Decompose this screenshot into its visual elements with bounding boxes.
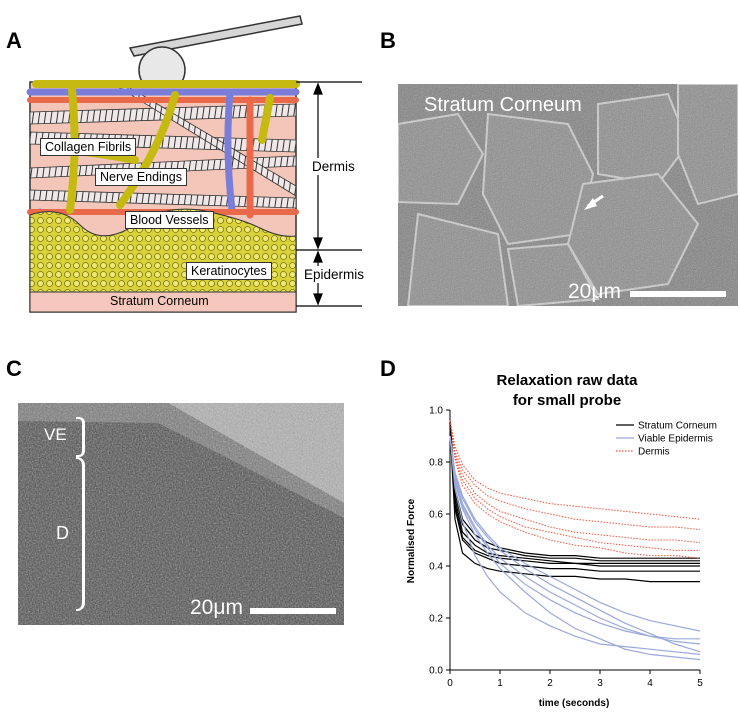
series-line-dermis [449,420,701,544]
sem-texture-b [398,84,738,306]
series-line-viable-epidermis [449,435,701,632]
y-tick-label: 0.8 [429,458,443,469]
x-tick-label: 5 [697,678,703,689]
series-line-viable-epidermis [449,435,700,640]
series-line-stratum-corneum [449,420,700,559]
panel-c-sem-image: VE D 20μm [18,403,344,625]
label-collagen-fibrils: Collagen Fibrils [40,138,137,156]
label-blood-vessels: Blood Vessels [125,211,214,229]
x-tick-label: 0 [447,678,453,689]
x-tick-label: 4 [647,678,653,689]
y-tick-label: 0.4 [429,562,443,573]
sem-b-title: Stratum Corneum [424,94,582,116]
y-axis-label: Normalised Force [406,498,417,583]
label-dermis: Dermis [310,158,357,175]
series-line-dermis [449,420,700,551]
panel-label-d: D [380,356,396,381]
panel-label-c: C [6,356,22,381]
relaxation-chart: Relaxation raw data for small probe 0.00… [406,372,717,709]
legend-label: Dermis [638,447,670,458]
label-ve: VE [44,425,67,444]
series-line-dermis [449,420,701,559]
arrow-marker [584,194,604,210]
series-line-viable-epidermis [449,435,701,655]
x-axis-label: time (seconds) [539,698,610,709]
panel-label-a: A [6,28,22,53]
scale-bar-b [630,291,726,297]
sem-texture-c [18,403,344,625]
x-tick-label: 3 [597,678,603,689]
label-stratum-corneum: Stratum Corneum [110,294,209,308]
bracket-d [76,457,85,611]
series-line-stratum-corneum [449,425,700,572]
series-line-stratum-corneum [449,422,700,564]
scale-label-c: 20μm [190,596,243,619]
label-keratinocytes: Keratinocytes [186,262,272,280]
scale-label-b: 20μm [568,280,621,303]
y-tick-label: 0.0 [429,666,443,677]
stratum-corneum-layer [29,291,297,313]
y-tick-label: 1.0 [429,406,443,417]
panel-label-b: B [380,28,396,53]
panel-b-sem-image: Stratum Corneum 20μm [398,84,738,306]
chart-title-line-1: Relaxation raw data [497,372,639,389]
series-line-dermis [449,420,701,531]
series-line-dermis [449,420,701,520]
series-line-viable-epidermis [449,435,701,653]
label-epidermis: Epidermis [302,266,367,283]
series-line-stratum-corneum [449,425,700,567]
series-line-stratum-corneum [449,428,700,583]
x-tick-label: 1 [497,678,503,689]
panel-a-skin-diagram: Collagen Fibrils Nerve Endings Blood Ves… [0,0,380,320]
y-tick-label: 0.2 [429,614,443,625]
bracket-ve [76,417,85,457]
series-line-viable-epidermis [449,435,701,661]
chart-title-line-2: for small probe [513,392,621,409]
probe-arm [128,15,303,57]
plot-area: 0.0 0.2 0.4 0.6 0.8 1.0 0 1 2 3 4 5 [429,406,703,690]
label-nerve-endings: Nerve Endings [95,168,187,186]
legend-label: Viable Epidermis [638,434,713,445]
x-tick-label: 2 [547,678,553,689]
scale-bar-c [250,608,336,614]
label-d: D [56,523,69,543]
legend-label: Stratum Corneum [638,421,717,432]
y-tick-label: 0.6 [429,510,443,521]
